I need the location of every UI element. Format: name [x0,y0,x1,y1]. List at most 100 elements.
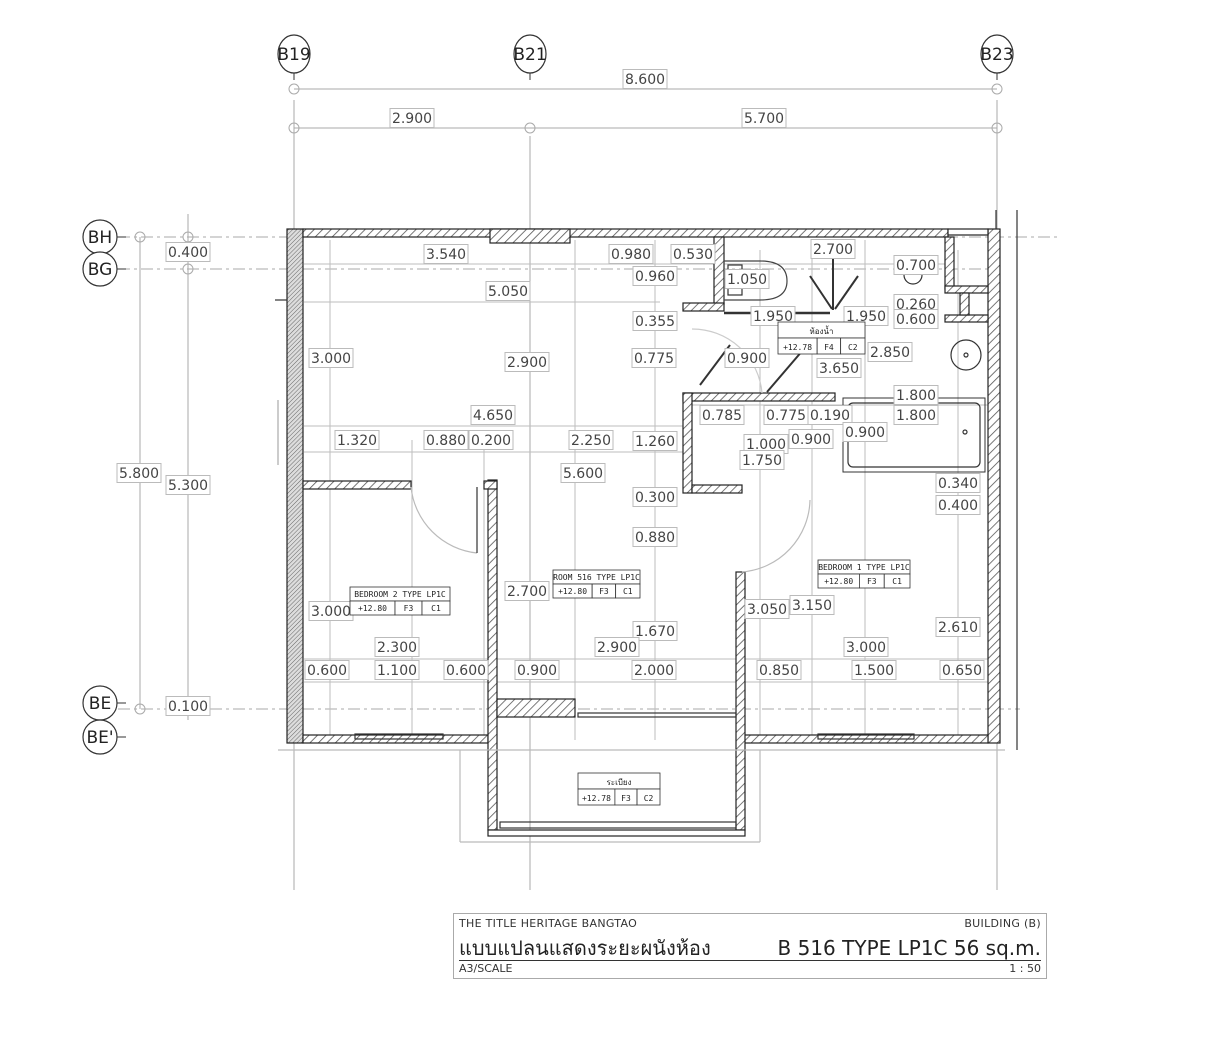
dimension-label: 2.850 [867,342,913,362]
dimension-label: 0.600 [893,309,939,329]
dimension-label: 0.355 [632,311,678,331]
paper-size: A3/SCALE [459,962,513,975]
dimension-label: 0.775 [631,348,677,368]
svg-text:0.190: 0.190 [810,408,850,424]
basin-icon [950,339,982,371]
dimension-label: 0.340 [935,473,981,493]
svg-text:0.400: 0.400 [938,498,978,514]
svg-text:0.785: 0.785 [702,408,742,424]
building-name: BUILDING (B) [964,917,1041,930]
dimension-label: 2.300 [374,637,420,657]
room-tag-name: ระเบียง [607,778,632,787]
svg-text:3.000: 3.000 [311,604,351,620]
grid-bubble-be: BE [82,685,126,721]
svg-text:5.050: 5.050 [488,284,528,300]
svg-text:0.880: 0.880 [635,530,675,546]
svg-text:3.540: 3.540 [426,247,466,263]
svg-text:2.700: 2.700 [507,584,547,600]
svg-text:3.000: 3.000 [311,351,351,367]
dimension-label: 0.880 [423,430,469,450]
dimension-label: 5.800 [116,463,162,483]
dimension-label: 2.900 [504,352,550,372]
svg-text:1.260: 1.260 [635,434,675,450]
svg-text:3.050: 3.050 [747,602,787,618]
dimension-label: 0.530 [670,244,716,264]
svg-text:0.900: 0.900 [517,663,557,679]
toilet-icon [723,260,788,301]
svg-text:C2: C2 [644,794,654,803]
svg-text:0.650: 0.650 [942,663,982,679]
dimension-label: 2.700 [810,239,856,259]
svg-text:5.700: 5.700 [744,111,784,127]
svg-text:1.320: 1.320 [337,433,377,449]
svg-text:2.250: 2.250 [571,433,611,449]
svg-text:1.800: 1.800 [896,408,936,424]
dimension-label: 0.650 [939,660,985,680]
svg-text:2.900: 2.900 [392,111,432,127]
dimension-label: 2.700 [504,581,550,601]
drawing-title-unit: B 516 TYPE LP1C 56 sq.m. [777,936,1041,960]
svg-text:F3: F3 [621,794,631,803]
svg-text:1.800: 1.800 [896,388,936,404]
svg-text:C1: C1 [623,587,633,596]
svg-text:0.600: 0.600 [307,663,347,679]
svg-text:B21: B21 [513,45,546,65]
dimension-label: 1.100 [374,660,420,680]
dimension-label: 1.320 [334,430,380,450]
dimension-label: 0.900 [514,660,560,680]
svg-text:C2: C2 [848,343,858,352]
dimension-label: 0.775 [763,405,809,425]
svg-text:F3: F3 [867,577,877,586]
dimension-label: 0.850 [756,660,802,680]
svg-text:2.900: 2.900 [507,355,547,371]
dimension-label: 0.400 [935,495,981,515]
svg-text:5.300: 5.300 [168,478,208,494]
dimension-label: 0.980 [608,244,654,264]
svg-text:0.340: 0.340 [938,476,978,492]
dimension-label: 2.900 [389,108,435,128]
dimension-label: 0.600 [443,660,489,680]
svg-text:5.800: 5.800 [119,466,159,482]
overall-dimension-lines [95,83,1060,890]
svg-text:2.700: 2.700 [813,242,853,258]
svg-text:2.900: 2.900 [597,640,637,656]
svg-text:0.775: 0.775 [634,351,674,367]
dimension-label: 0.190 [807,405,853,425]
grid-bubble-be-prime: BE' [82,719,126,755]
svg-text:8.600: 8.600 [625,72,665,88]
dimension-label: 2.000 [631,660,677,680]
grid-bubble-b21: B21 [513,34,547,80]
dimension-label: 2.250 [568,430,614,450]
svg-text:BE': BE' [86,728,113,748]
dimension-label: 2.610 [935,617,981,637]
dimension-label: 1.750 [739,450,785,470]
drawing-title-thai: แบบแปลนแสดงระยะผนังห้อง [459,936,711,960]
svg-text:B19: B19 [277,45,310,65]
dimension-label: 1.260 [632,431,678,451]
svg-text:BE: BE [89,694,111,714]
dimension-label: 3.050 [744,599,790,619]
svg-text:0.900: 0.900 [791,432,831,448]
dimension-label: 0.900 [842,422,888,442]
dimension-label: 0.900 [788,429,834,449]
dimension-label: 1.800 [893,385,939,405]
svg-text:5.600: 5.600 [563,466,603,482]
dimension-label: 3.000 [308,348,354,368]
svg-text:1.750: 1.750 [742,453,782,469]
svg-text:+12.80: +12.80 [824,577,853,586]
svg-text:0.850: 0.850 [759,663,799,679]
dimension-label: 0.785 [699,405,745,425]
grid-bubble-bh: BH [82,219,126,255]
grid-bubble-b19: B19 [277,34,311,80]
dimension-label: 4.650 [470,405,516,425]
svg-text:BG: BG [88,260,113,280]
svg-text:2.610: 2.610 [938,620,978,636]
dimension-label: 0.900 [724,348,770,368]
